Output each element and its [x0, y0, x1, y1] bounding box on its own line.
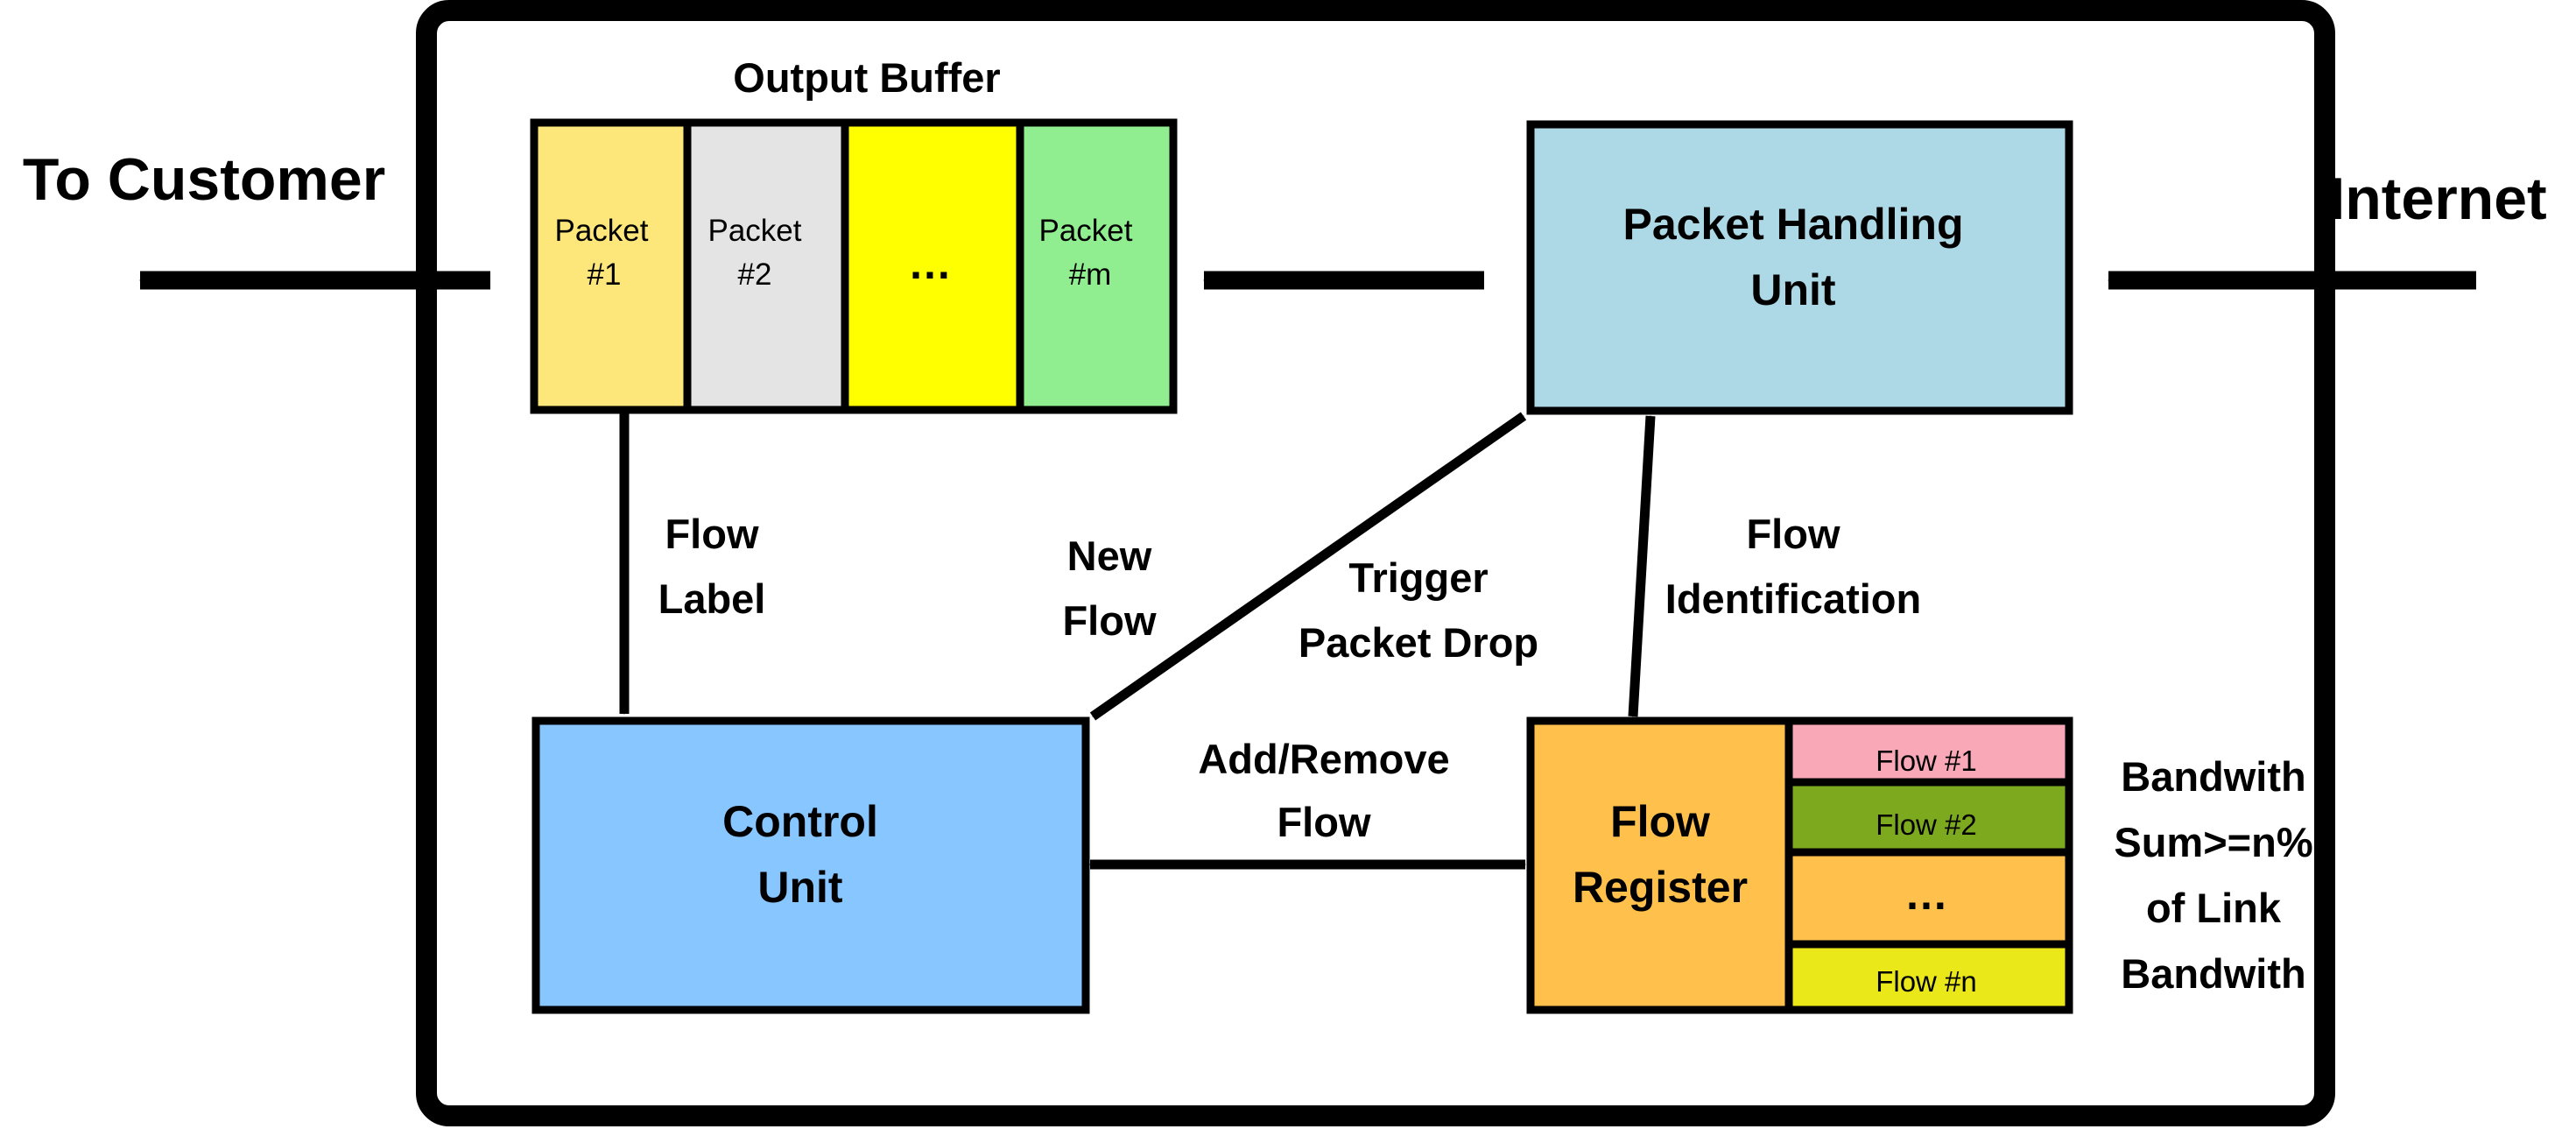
flow-register: Flow Register Flow #1 Flow #2 … Flow #n [1526, 716, 2073, 1014]
buffer-cell-packet-m-line1: Packet [1039, 214, 1133, 248]
flow-identification-line1: Flow [1746, 511, 1840, 557]
buffer-cell-packet-1 [530, 118, 692, 414]
buffer-cell-ellipsis-label: … [908, 239, 952, 288]
packet-handling-unit: Packet Handling Unit [1526, 120, 2073, 415]
buffer-cell-packet-2-line2: #2 [738, 258, 772, 292]
add-remove-flow-line1: Add/Remove [1198, 736, 1449, 782]
system-boundary [416, 0, 2335, 1126]
buffer-cell-packet-1-line2: #1 [588, 258, 622, 292]
flow-item-1-label: Flow #1 [1876, 744, 1977, 777]
flow-identification-line2: Identification [1665, 575, 1921, 622]
add-remove-flow-line2: Flow [1277, 799, 1370, 845]
new-flow-line2: Flow [1062, 597, 1156, 644]
bandwidth-note-line3: of Link [2146, 885, 2282, 931]
control-unit-line1: Control [722, 797, 878, 846]
packet-handling-unit-line1: Packet Handling [1623, 200, 1964, 249]
buffer-cell-packet-2 [683, 118, 849, 414]
control-unit: Control Unit [531, 716, 1090, 1014]
bandwidth-note-line4: Bandwith [2121, 950, 2305, 997]
to-customer-label: To Customer [23, 146, 385, 213]
output-buffer: Packet #1 Packet #2 … Packet #m [530, 118, 1178, 414]
flow-label-line2: Label [658, 575, 766, 622]
bandwidth-note-line2: Sum>=n% [2114, 819, 2312, 865]
flow-item-ellipsis-label: … [1904, 870, 1948, 919]
bandwidth-note: Bandwith Sum>=n% of Link Bandwith [2114, 753, 2312, 997]
control-unit-line2: Unit [757, 863, 843, 912]
bandwidth-note-line1: Bandwith [2121, 753, 2305, 800]
flow-item-n-label: Flow #n [1876, 965, 1977, 998]
flow-item-2-label: Flow #2 [1876, 808, 1977, 841]
flow-item-2 [1784, 778, 2073, 857]
trigger-drop-line2: Packet Drop [1299, 619, 1538, 666]
trigger-drop-line1: Trigger [1348, 554, 1488, 601]
arrow-flow-identification [1628, 415, 1656, 717]
new-flow-line1: New [1067, 533, 1152, 579]
flow-item-n [1784, 940, 2073, 1014]
internet-label: Internet [2328, 166, 2546, 232]
output-buffer-title: Output Buffer [733, 54, 1000, 101]
flow-item-1 [1784, 716, 2073, 787]
buffer-cell-packet-m-line2: #m [1069, 258, 1112, 292]
buffer-cell-packet-1-line1: Packet [555, 214, 649, 248]
arrow-new-flow-trigger-drop [1089, 412, 1527, 721]
flow-register-line1: Flow [1610, 797, 1710, 846]
packet-handling-unit-line2: Unit [1750, 265, 1836, 314]
buffer-cell-packet-m [1016, 118, 1178, 414]
buffer-cell-packet-2-line1: Packet [708, 214, 802, 248]
flow-register-line2: Register [1573, 863, 1748, 912]
flow-label-line1: Flow [665, 511, 758, 557]
